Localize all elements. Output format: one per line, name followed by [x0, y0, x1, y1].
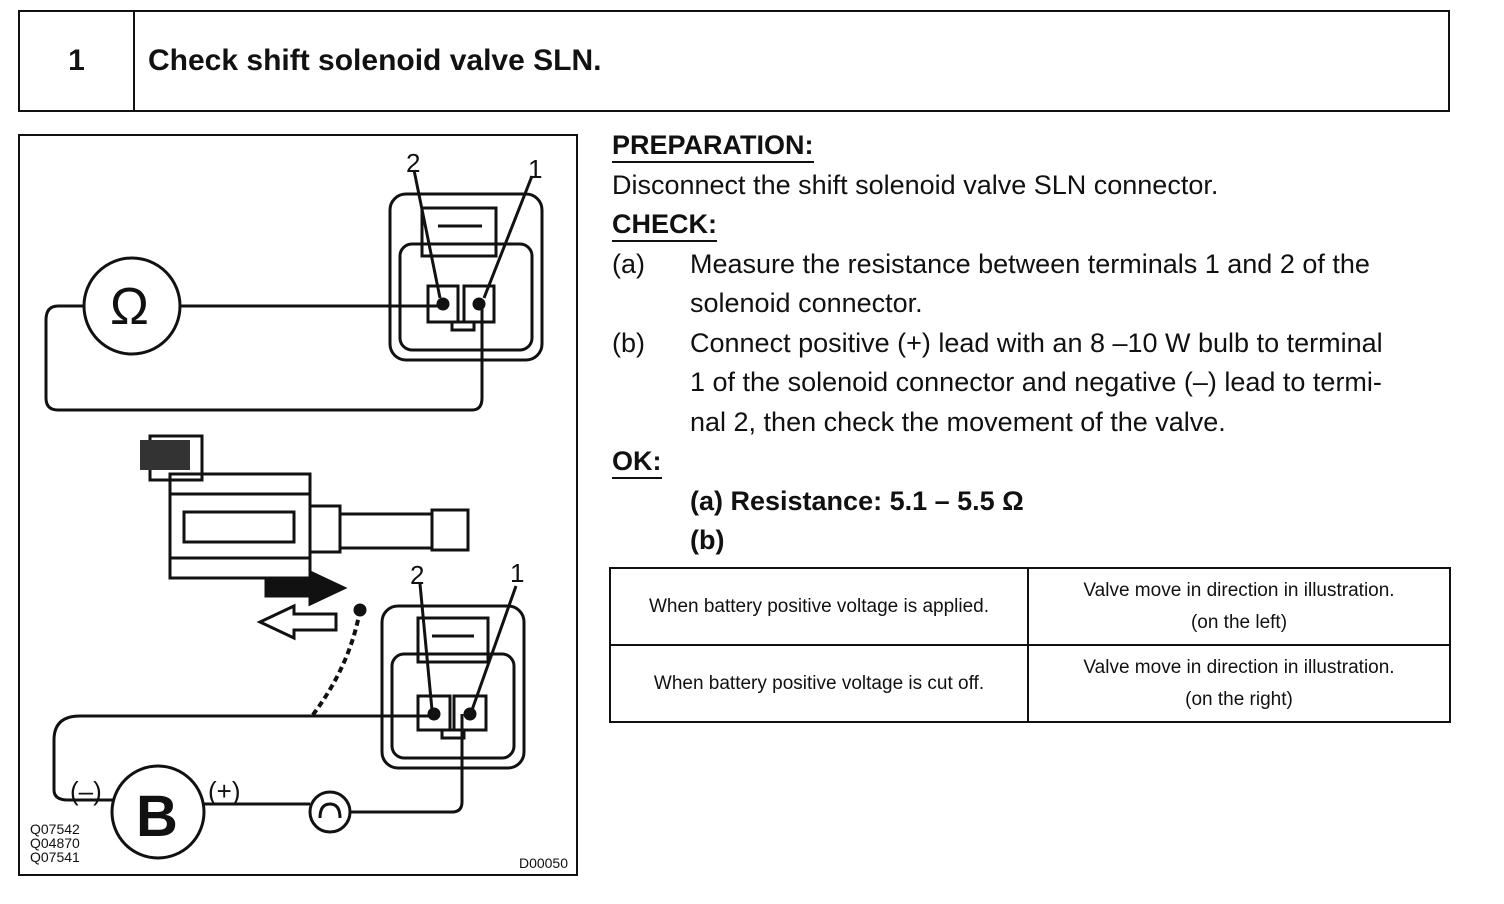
result-line: (on the right): [1185, 688, 1293, 710]
ok-heading: OK:: [612, 445, 662, 479]
check-item-line: Connect positive (+) lead with an 8 –10 …: [690, 327, 1383, 358]
check-item-b: (b) Connect positive (+) lead with an 8 …: [612, 324, 1454, 443]
bottom-label-1: 1: [510, 558, 524, 588]
table-cell-result: Valve move in direction in illustration.…: [1027, 644, 1451, 723]
bottom-terminal-1: [452, 694, 488, 732]
check-item-a: (a) Measure the resistance between termi…: [612, 245, 1454, 324]
bottom-connector-inner: [390, 652, 516, 760]
check-item-line: Measure the resistance between terminals…: [690, 248, 1370, 279]
top-terminal-1: [462, 284, 496, 324]
bottom-connector-outer: [380, 604, 526, 770]
table-cell-condition: When battery positive voltage is applied…: [609, 567, 1029, 646]
check-item-line: nal 2, then check the movement of the va…: [690, 406, 1226, 437]
table-row: When battery positive voltage is cut off…: [609, 644, 1451, 723]
valve-movement-table: When battery positive voltage is applied…: [609, 567, 1451, 723]
result-line: (on the left): [1190, 611, 1288, 633]
top-label-1: 1: [528, 154, 542, 184]
valve-spool: [338, 512, 434, 550]
result-line: Valve move in direction in illustration.: [1083, 656, 1395, 678]
check-item-line: solenoid connector.: [690, 288, 923, 318]
check-heading: CHECK:: [612, 208, 717, 242]
solenoid-illustration: 2 1 2 1 Ω B (–) (+) Q07542 Q04870 Q07541…: [18, 134, 578, 876]
top-connector-latch: [420, 206, 498, 258]
step-header: 1 Check shift solenoid valve SLN.: [18, 10, 1450, 112]
top-terminal-2: [426, 284, 460, 324]
preparation-heading: PREPARATION:: [612, 129, 814, 163]
bottom-connector-latch: [416, 616, 490, 664]
bottom-terminal-2: [416, 694, 452, 732]
ok-resistance: (a) Resistance: 5.1 – 5.5 Ω: [690, 485, 1024, 516]
ohm-symbol: Ω: [110, 278, 149, 336]
negative-label: (–): [70, 776, 102, 806]
top-connector-inner: [398, 242, 534, 352]
step-title: Check shift solenoid valve SLN.: [148, 44, 602, 77]
result-line: Valve move in direction in illustration.: [1083, 579, 1395, 601]
procedure-text: PREPARATION: Disconnect the shift soleno…: [612, 126, 1454, 561]
part-code: Q04870: [30, 835, 80, 851]
step-number: 1: [20, 12, 135, 110]
check-item-line: 1 of the solenoid connector and negative…: [690, 367, 1382, 397]
top-label-2: 2: [406, 148, 420, 178]
valve-coil: [168, 472, 312, 580]
arrow-left-icon: [256, 603, 338, 641]
part-code: Q07541: [30, 849, 80, 865]
part-code: Q07542: [30, 821, 80, 837]
figure-id: D00050: [518, 855, 568, 871]
top-connector-outer: [388, 192, 544, 362]
bottom-label-2: 2: [410, 560, 424, 590]
table-row: When battery positive voltage is applied…: [609, 567, 1451, 646]
arrow-right-icon: [264, 569, 348, 607]
part-codes: Q07542 Q04870 Q07541: [30, 822, 80, 864]
battery-circle: [110, 764, 206, 860]
illustration-drawing: 2 1 2 1 Ω B (–) (+): [44, 148, 544, 860]
battery-symbol: B: [136, 784, 178, 849]
preparation-text: Disconnect the shift solenoid valve SLN …: [612, 169, 1219, 200]
bulb-circle: [308, 790, 352, 834]
positive-label: (+): [208, 776, 241, 806]
ok-b-label: (b): [690, 525, 725, 555]
check-item-mark: (b): [612, 327, 645, 358]
table-cell-condition: When battery positive voltage is cut off…: [609, 644, 1029, 723]
check-item-mark: (a): [612, 248, 645, 279]
table-cell-result: Valve move in direction in illustration.…: [1027, 567, 1451, 646]
